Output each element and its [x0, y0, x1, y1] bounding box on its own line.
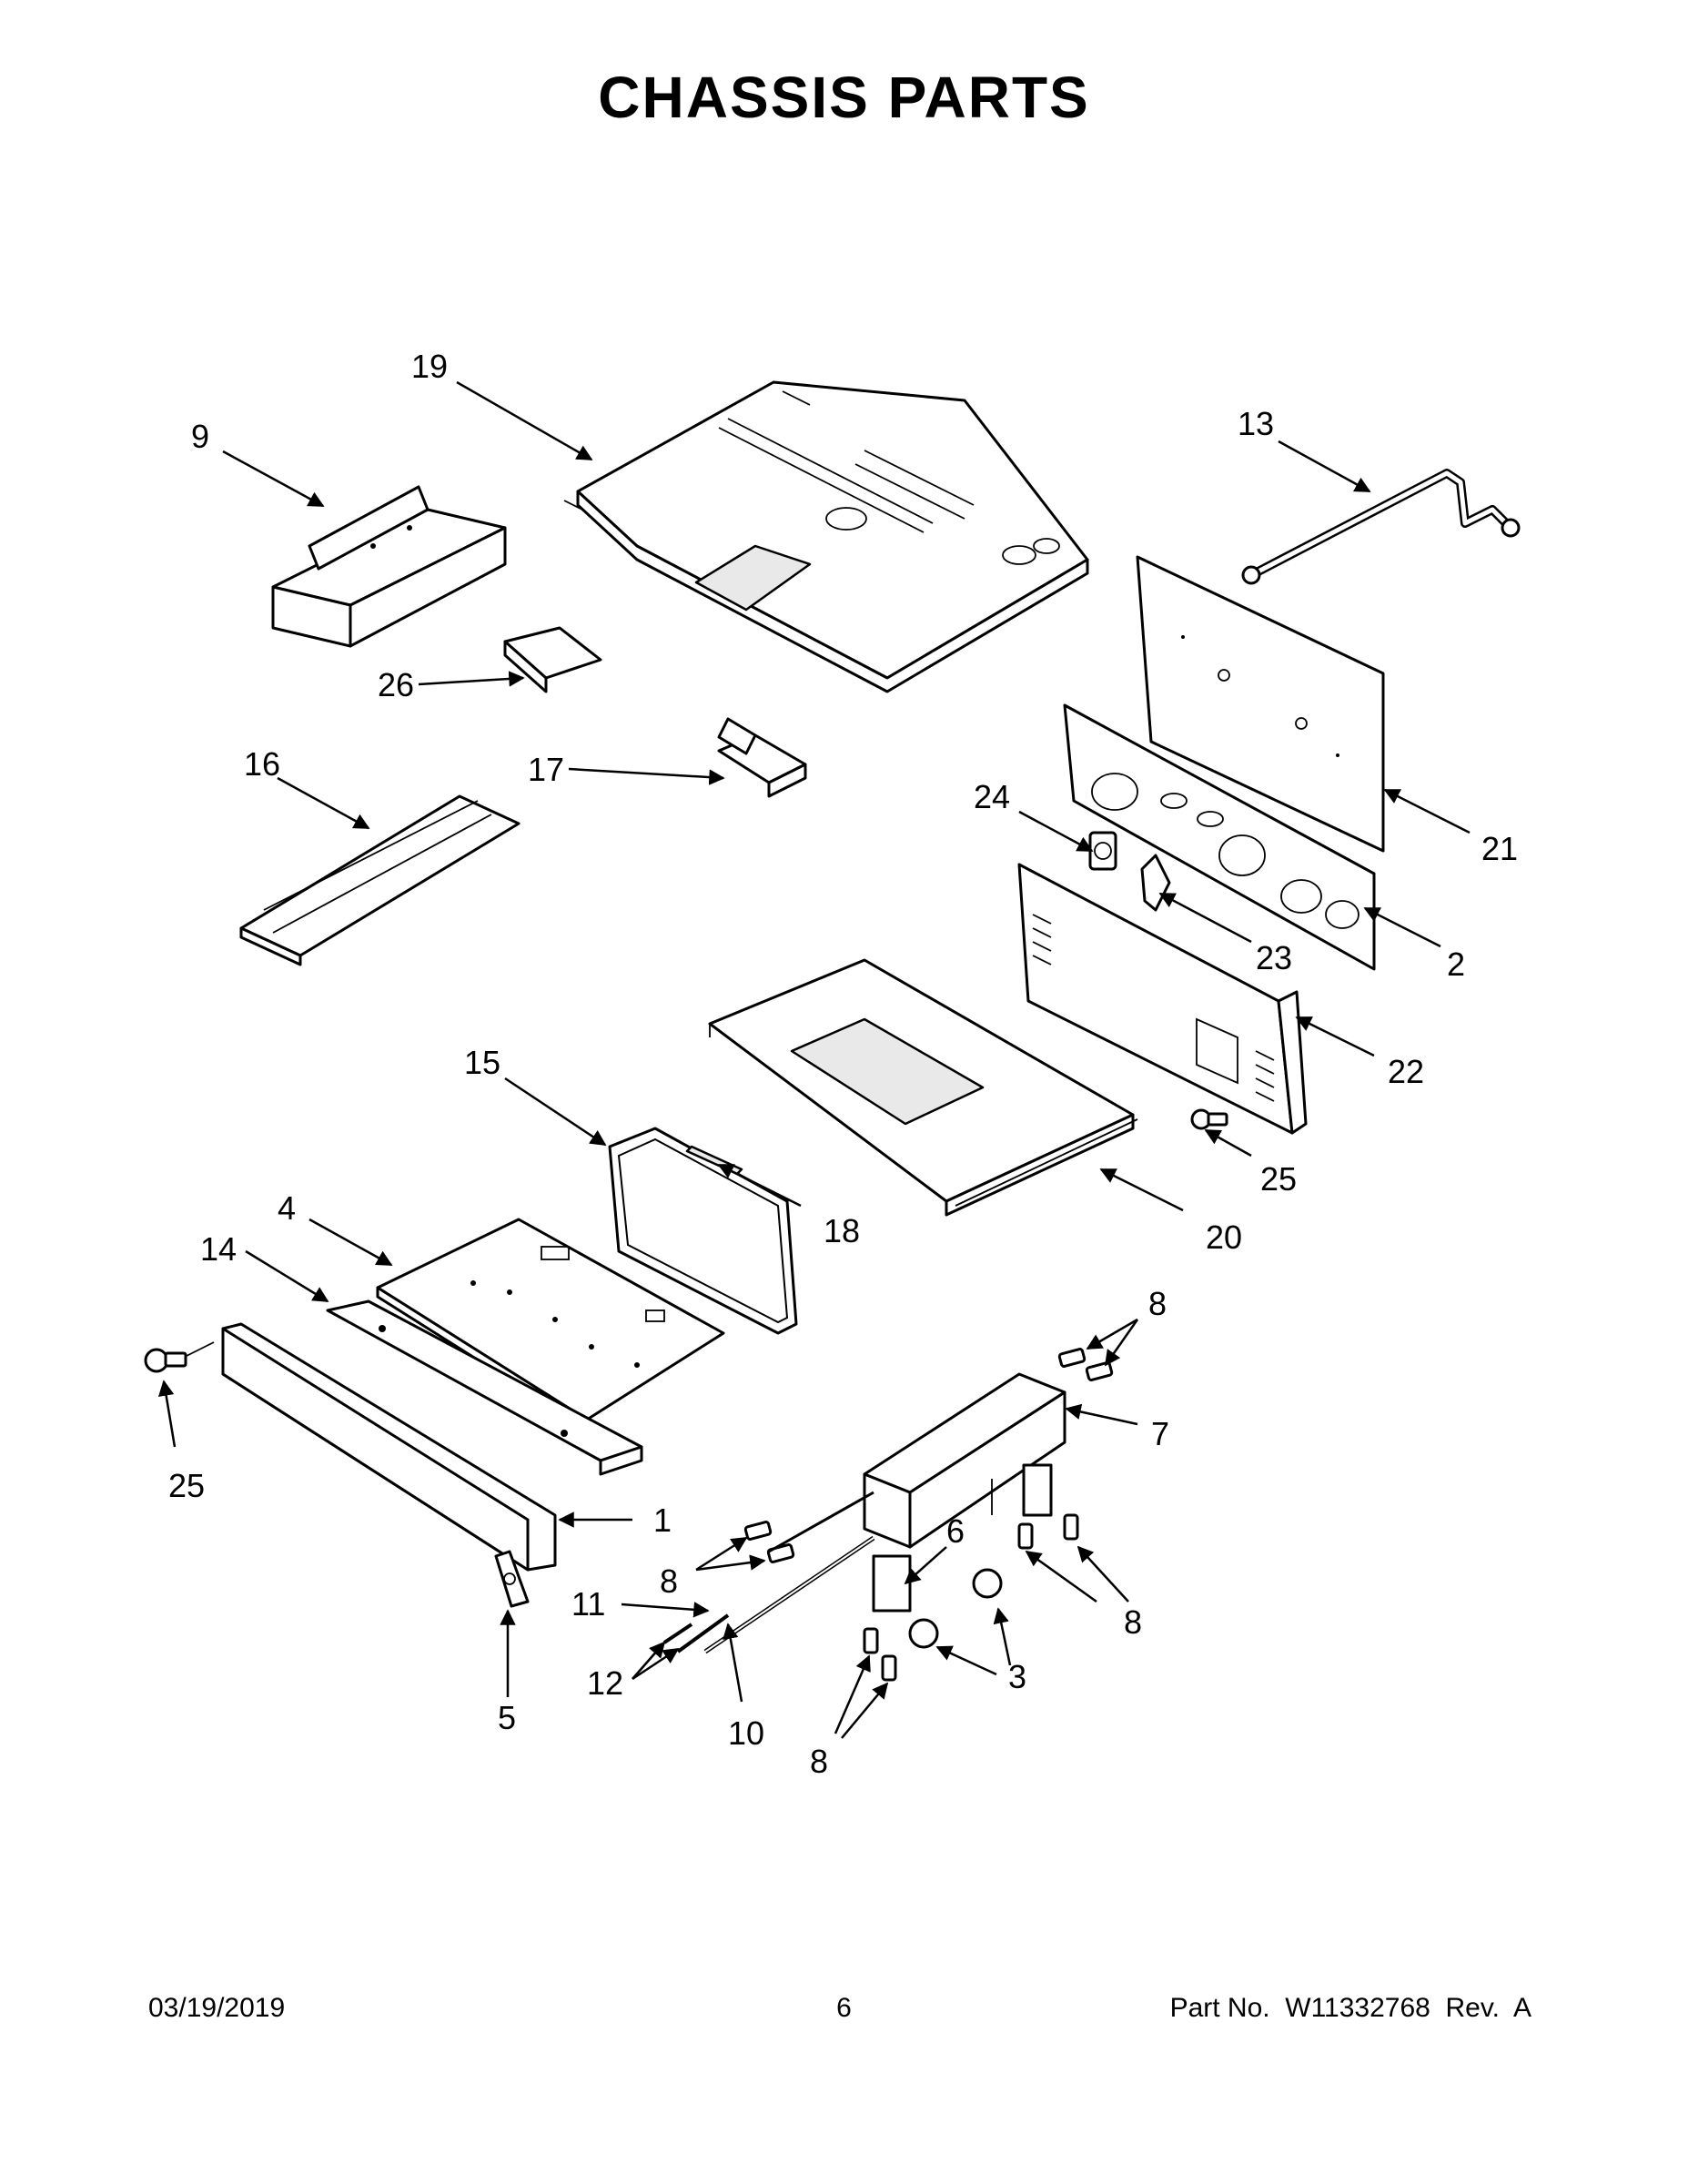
callout-14: 14 [200, 1230, 237, 1268]
callout-19: 19 [411, 348, 448, 385]
callout-21: 21 [1481, 830, 1518, 867]
leader-arrows [157, 380, 1471, 1739]
part-8-screws [743, 1348, 1114, 1682]
part-1-front-panel [221, 1322, 557, 1572]
callout-4: 4 [278, 1189, 296, 1227]
callout-labels: 19 9 13 26 16 17 24 21 23 2 22 15 25 4 1… [168, 348, 1518, 1780]
callout-10: 10 [728, 1714, 764, 1752]
callout-23: 23 [1256, 939, 1292, 976]
part-23-guard [1140, 854, 1171, 912]
part-9-bracket-tray [271, 485, 507, 648]
callout-25-left: 25 [168, 1467, 205, 1504]
part-25-screw-right [1190, 1108, 1228, 1130]
part-24-valve [1088, 831, 1117, 871]
callout-18: 18 [824, 1212, 860, 1249]
part-20-drawer-tray [708, 958, 1138, 1217]
callout-17: 17 [528, 751, 564, 788]
part-21-back-panel [1136, 555, 1385, 853]
callout-3: 3 [1008, 1658, 1026, 1695]
callout-1: 1 [653, 1502, 672, 1539]
callout-15: 15 [464, 1044, 500, 1081]
page-title: CHASSIS PARTS [598, 65, 1090, 130]
part-26-small-bracket [503, 626, 602, 693]
part-16-long-rail [239, 794, 521, 966]
callout-8-bottom: 8 [810, 1743, 828, 1780]
callout-8-right: 8 [1124, 1603, 1142, 1641]
part-3-casters [908, 1568, 1003, 1649]
part-19-top-chassis-pan [563, 380, 1089, 693]
callout-25-right: 25 [1260, 1160, 1297, 1198]
callout-24: 24 [974, 778, 1010, 815]
footer-part-number: Part No. W11332768 Rev. A [1169, 1993, 1531, 2023]
part-17-clip-bracket [717, 717, 807, 798]
part-7-leg-bracket [863, 1372, 1066, 1613]
callout-2: 2 [1447, 945, 1465, 983]
footer-date: 03/19/2019 [148, 1993, 286, 2023]
callout-9: 9 [191, 418, 209, 455]
part-13-gas-tube [1241, 469, 1521, 585]
part-2-burner-panel [1063, 703, 1376, 971]
callout-16: 16 [244, 745, 280, 783]
callout-26: 26 [378, 666, 414, 703]
callout-8-top: 8 [1148, 1285, 1167, 1322]
part-25-screw-left [144, 1341, 215, 1373]
part-10-11-12-rods [662, 1491, 875, 1654]
callout-22: 22 [1388, 1053, 1424, 1090]
callout-12: 12 [587, 1664, 623, 1702]
callout-7: 7 [1151, 1415, 1169, 1452]
footer-page-number: 6 [836, 1993, 852, 2023]
callout-20: 20 [1206, 1218, 1242, 1256]
part-5-latch [494, 1550, 530, 1608]
part-15-gasket [608, 1127, 798, 1335]
callout-11: 11 [571, 1585, 605, 1623]
callout-8-left: 8 [660, 1562, 678, 1600]
callout-13: 13 [1238, 405, 1274, 442]
callout-5: 5 [498, 1699, 516, 1736]
callout-6: 6 [946, 1512, 965, 1550]
part-14-front-rail [326, 1299, 643, 1476]
